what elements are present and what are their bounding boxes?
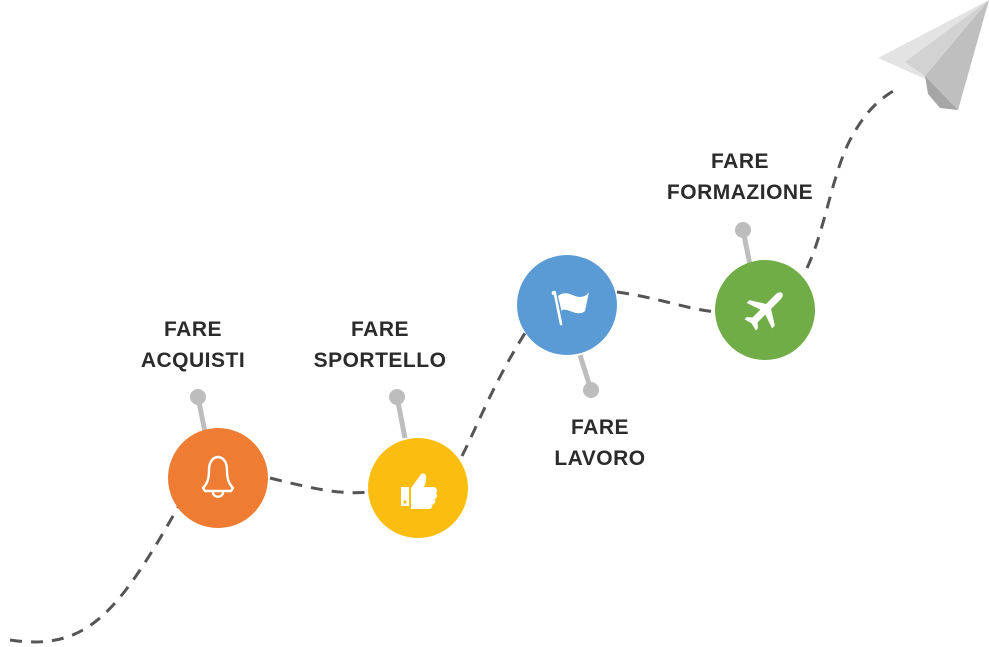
step-label-formazione: FARE FORMAZIONE (666, 150, 814, 204)
dashed-journey-path (460, 329, 529, 457)
pin-formazione (735, 222, 753, 266)
airplane-icon (744, 292, 783, 331)
flag-icon (551, 290, 589, 326)
pin-acquisti (190, 389, 208, 433)
step-label-lavoro: FARE LAVORO (554, 416, 646, 470)
step-circle-acquisti (168, 428, 268, 528)
paper-plane-icon (878, 0, 989, 110)
dashed-journey-path (805, 88, 896, 269)
pin-sportello (389, 389, 408, 439)
step-label-sportello: FARE SPORTELLO (313, 318, 447, 372)
bell-icon (201, 455, 235, 498)
dashed-journey-path (616, 290, 718, 314)
dashed-journey-path (9, 494, 187, 644)
pin-lavoro (577, 354, 599, 398)
step-label-acquisti: FARE ACQUISTI (140, 318, 246, 372)
thumbs-up-icon (401, 473, 438, 509)
dashed-journey-path (269, 476, 369, 495)
